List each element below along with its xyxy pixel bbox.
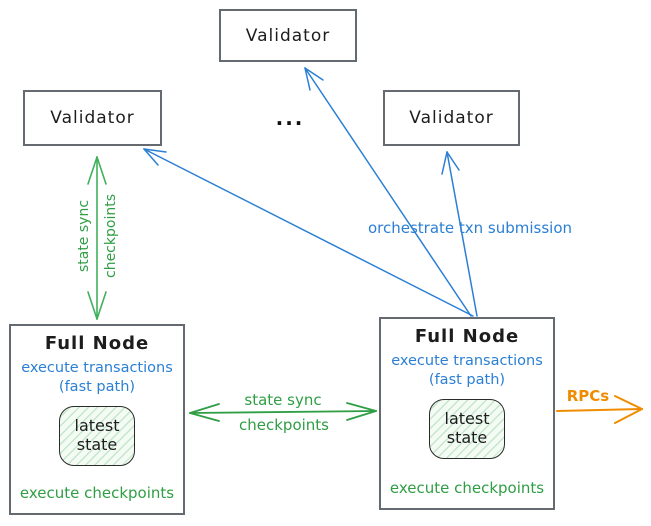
fast-path-text: (fast path) (428, 371, 506, 388)
full-node-box-right: Full Node execute transactions (fast pat… (379, 317, 555, 510)
latest-state-text: latest state (74, 416, 120, 454)
state-sync-left-label-line1: state sync (76, 199, 92, 273)
full-node-right-execute-checkpoints: execute checkpoints (389, 479, 545, 497)
orchestrate-txn-submission-label: orchestrate txn submission (367, 219, 573, 237)
state-sync-left-label-line2: checkpoints (103, 194, 119, 278)
validators-ellipsis: ... (275, 106, 305, 130)
validator-top-label: Validator (245, 25, 331, 46)
full-node-left-execute-checkpoints: execute checkpoints (19, 484, 175, 502)
state-sync-middle-label-line2: checkpoints (239, 416, 329, 434)
latest-state-box-right: latest state (429, 398, 505, 459)
full-node-left-execute-transactions: execute transactions (fast path) (21, 359, 173, 397)
execute-transactions-text: execute transactions (391, 353, 543, 369)
validator-box-top: Validator (219, 9, 357, 62)
validator-right-label: Validator (409, 108, 494, 128)
full-node-left-title: Full Node (44, 333, 150, 354)
fast-path-text: (fast path) (58, 378, 136, 395)
validator-box-left: Validator (23, 90, 162, 146)
latest-state-text: latest state (444, 409, 490, 447)
full-node-right-execute-transactions: execute transactions (fast path) (391, 352, 543, 390)
latest-state-box-left: latest state (59, 405, 135, 466)
full-node-box-left: Full Node execute transactions (fast pat… (9, 324, 185, 515)
state-sync-middle-label-line1: state sync (244, 391, 322, 409)
validator-box-right: Validator (383, 90, 520, 146)
rpcs-label: RPCs (566, 387, 610, 405)
full-node-right-title: Full Node (414, 326, 520, 347)
validator-left-label: Validator (50, 108, 135, 128)
execute-transactions-text: execute transactions (21, 360, 173, 376)
